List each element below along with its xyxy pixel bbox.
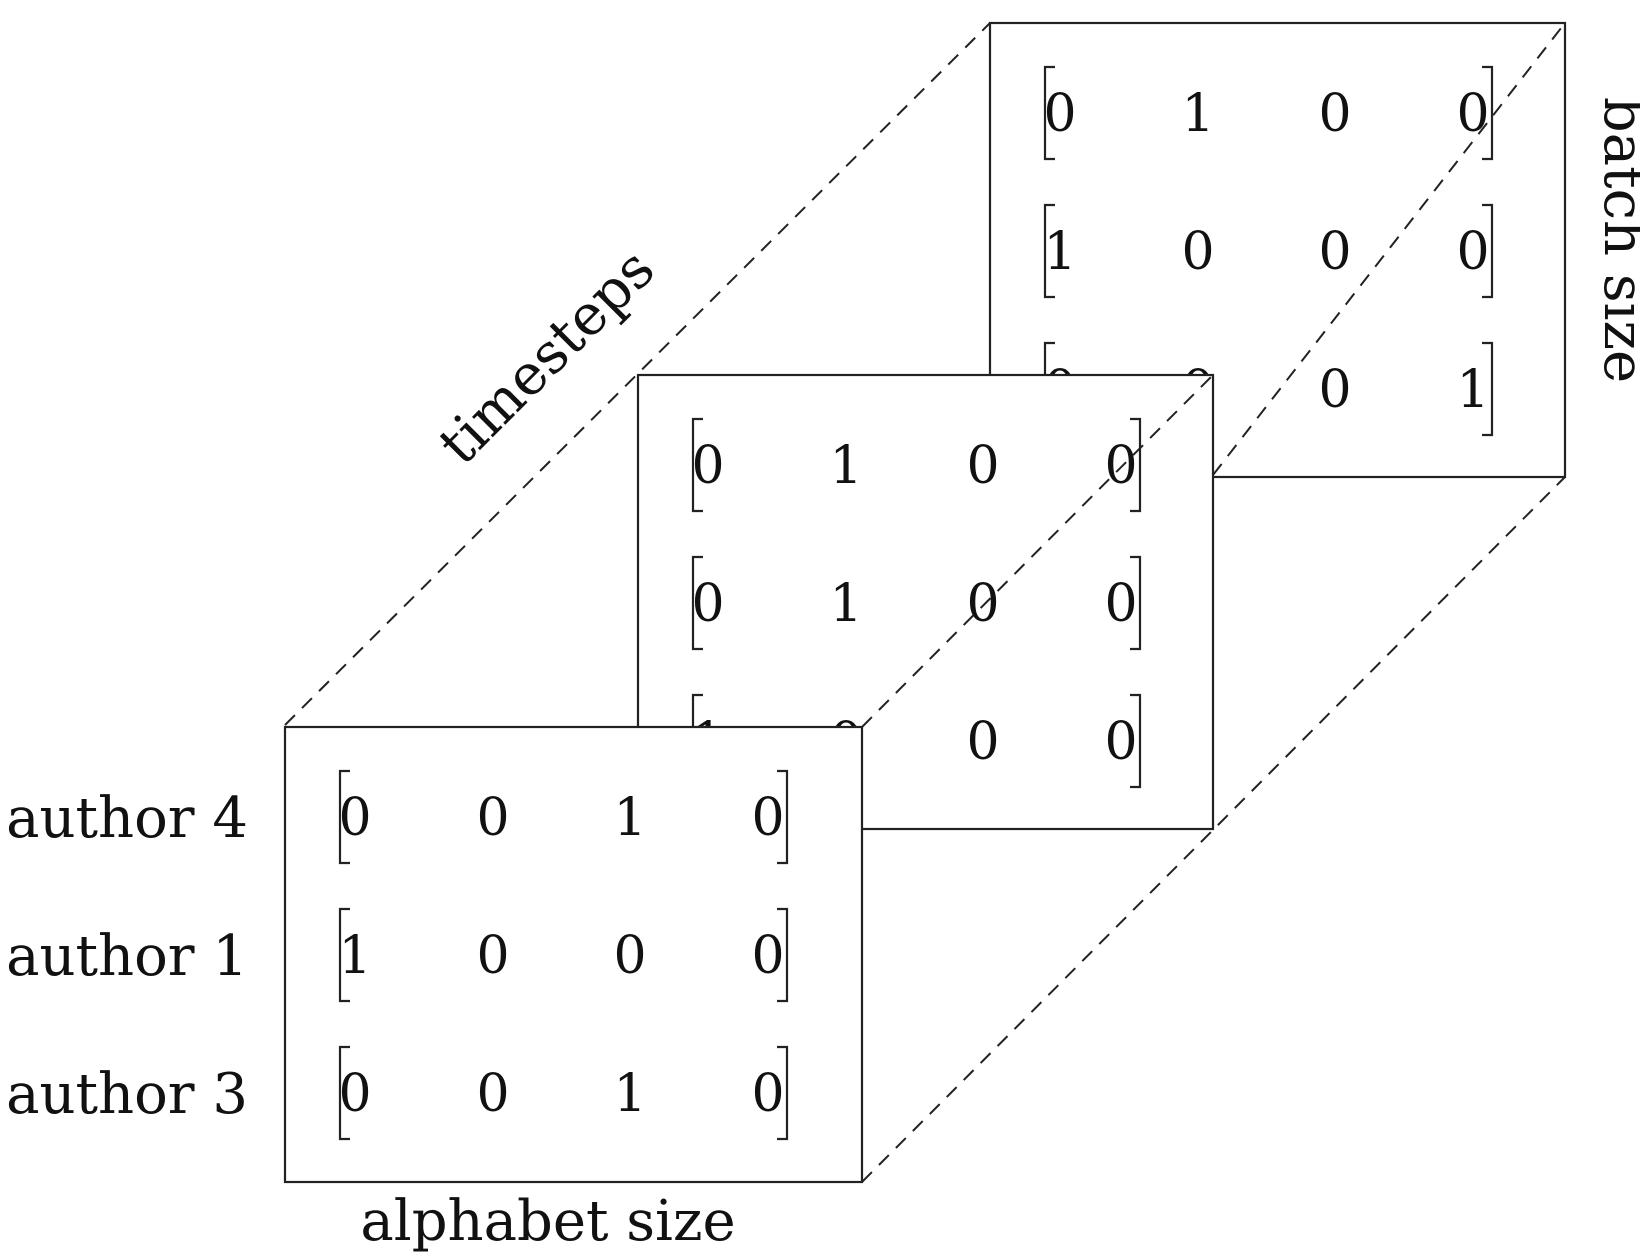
row-label-2: author 1 — [6, 924, 248, 989]
matrix-back-cell-r2-c3: 0 — [1318, 222, 1351, 282]
matrix-middle-cell-r1-c2: 1 — [829, 436, 862, 496]
matrix-back-row-2-left-bracket — [1043, 203, 1055, 299]
matrix-middle-row-1-right-bracket — [1130, 417, 1142, 513]
matrix-back-cell-r3-c4: 1 — [1456, 360, 1489, 420]
timesteps-label: timesteps — [426, 236, 667, 477]
matrix-middle-row-2-left-bracket — [691, 555, 703, 651]
matrix-front-cell-r2-c4: 0 — [751, 926, 784, 986]
matrix-front-cell-r1-c2: 0 — [476, 788, 509, 848]
matrix-front-row-3-left-bracket — [338, 1045, 350, 1141]
depth-diagonal-middle — [861, 374, 1214, 728]
matrix-middle-row-2-right-bracket — [1130, 555, 1142, 651]
matrix-front-cell-r2-c1: 1 — [338, 926, 371, 986]
matrix-front: 0 0 1 0 1 0 0 0 0 0 1 0 — [338, 769, 789, 1141]
matrix-front-cell-r2-c3: 0 — [613, 926, 646, 986]
matrix-middle-cell-r1-c1: 0 — [691, 436, 724, 496]
frame-front-border — [283, 725, 864, 1184]
depth-edge-top-left — [284, 22, 991, 726]
matrix-middle-row-3-right-bracket — [1130, 693, 1142, 789]
matrix-front-row-2-right-bracket — [777, 907, 789, 1003]
matrix-back-cell-r1-c2: 1 — [1181, 84, 1214, 144]
depth-edges-overlay — [861, 22, 1566, 728]
row-labels: author 4 author 1 author 3 — [6, 786, 248, 1127]
matrix-back-row-3-right-bracket — [1482, 341, 1494, 437]
matrix-back-cell-r1-c3: 0 — [1318, 84, 1351, 144]
matrix-front-row-2-left-bracket — [338, 907, 350, 1003]
matrix-middle-cell-r3-c4: 0 — [1104, 712, 1137, 772]
matrix-middle-cell-r2-c4: 0 — [1104, 574, 1137, 634]
row-label-1: author 4 — [6, 786, 248, 851]
depth-edge-bottom-right — [861, 476, 1566, 1183]
matrix-front-cell-r2-c2: 0 — [476, 926, 509, 986]
matrix-front-cell-r1-c4: 0 — [751, 788, 784, 848]
matrix-middle-row-1-left-bracket — [691, 417, 703, 513]
matrix-front-row-1-right-bracket — [777, 769, 789, 865]
matrix-front-cell-r3-c2: 0 — [476, 1064, 509, 1124]
matrix-front-cell-r3-c3: 1 — [613, 1064, 646, 1124]
matrix-front-cell-r3-c1: 0 — [338, 1064, 371, 1124]
matrix-back-cell-r1-c1: 0 — [1043, 84, 1076, 144]
matrix-back-cell-r1-c4: 0 — [1456, 84, 1489, 144]
matrix-front-row-3-right-bracket — [777, 1045, 789, 1141]
matrix-front-cell-r1-c3: 1 — [613, 788, 646, 848]
matrix-middle-cell-r2-c2: 1 — [829, 574, 862, 634]
matrix-back-row-1-left-bracket — [1043, 65, 1055, 161]
matrix-middle-cell-r2-c1: 0 — [691, 574, 724, 634]
matrix-back-row-2-right-bracket — [1482, 203, 1494, 299]
matrix-back-cell-r3-c3: 0 — [1318, 360, 1351, 420]
matrix-middle-cell-r1-c3: 0 — [966, 436, 999, 496]
batch-size-label: batch size — [1591, 97, 1640, 383]
matrix-frame-front: 0 0 1 0 1 0 0 0 0 0 1 0 — [283, 725, 864, 1184]
row-label-3: author 3 — [6, 1062, 248, 1127]
matrix-back-cell-r2-c2: 0 — [1181, 222, 1214, 282]
matrix-back-cell-r2-c1: 1 — [1043, 222, 1076, 282]
matrix-front-cell-r1-c1: 0 — [338, 788, 371, 848]
matrix-front-row-1-left-bracket — [338, 769, 350, 865]
matrix-front-cell-r3-c4: 0 — [751, 1064, 784, 1124]
matrix-back-cell-r2-c4: 0 — [1456, 222, 1489, 282]
matrix-middle-cell-r3-c3: 0 — [966, 712, 999, 772]
matrix-back-row-1-right-bracket — [1482, 65, 1494, 161]
matrix-middle-cell-r2-c3: 0 — [966, 574, 999, 634]
alphabet-size-label: alphabet size — [360, 1189, 735, 1254]
